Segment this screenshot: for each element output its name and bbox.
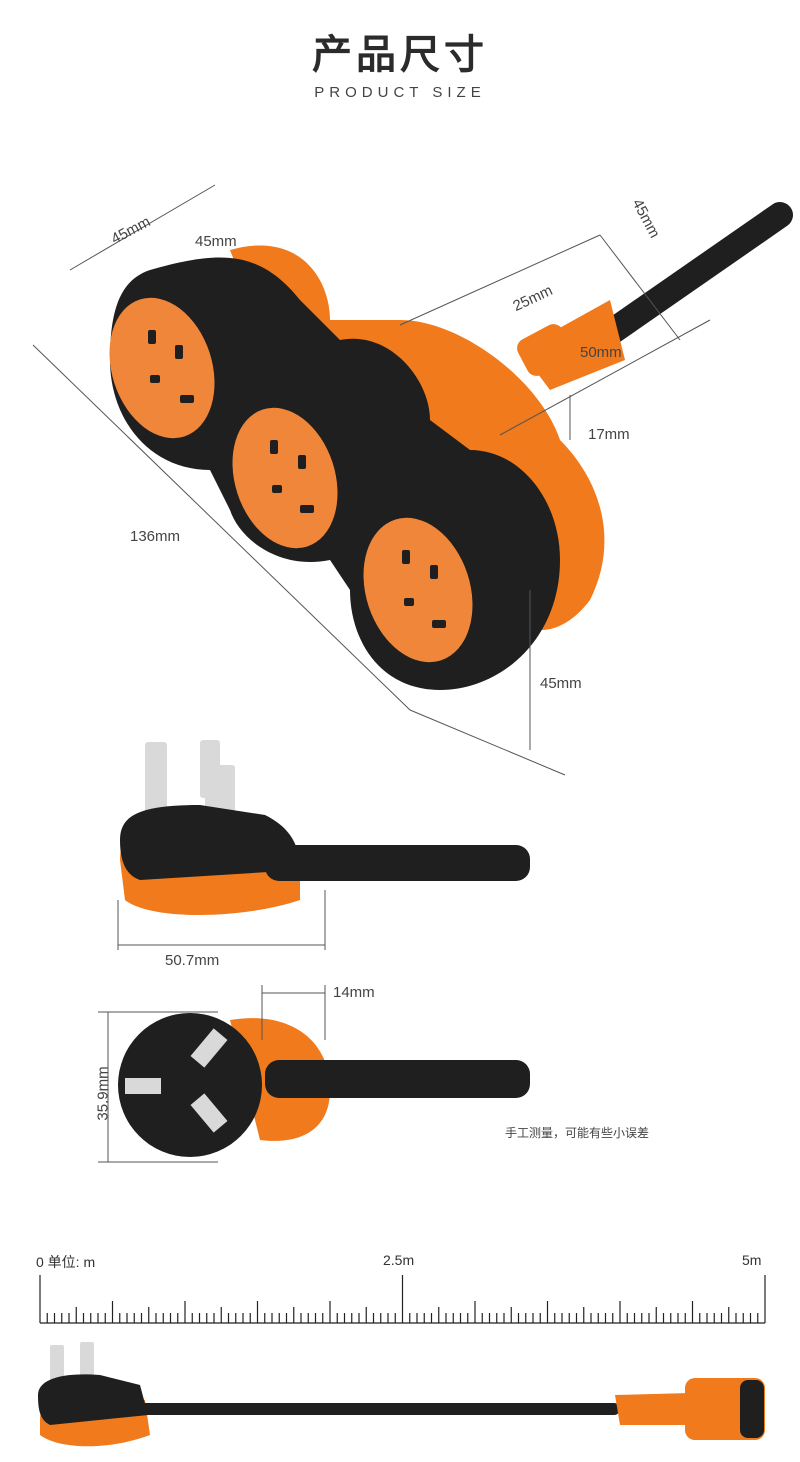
side-dimension-lines	[117, 890, 326, 950]
full-cable-image	[38, 1342, 765, 1447]
plug-side-image	[120, 740, 530, 915]
length-ruler	[39, 1275, 766, 1324]
dim-front-top: 14mm	[333, 984, 375, 1001]
page-title: 产品尺寸	[312, 32, 488, 78]
ruler-start-label: 0 单位: m	[36, 1254, 96, 1270]
measurement-note: 手工测量，可能有些小误差	[505, 1126, 650, 1140]
dim-plug-c: 17mm	[588, 426, 630, 443]
ruler-mid-label: 2.5m	[383, 1252, 415, 1268]
ruler-end-label: 5m	[742, 1252, 762, 1268]
dim-length: 136mm	[130, 528, 181, 545]
dim-front-height: 35.9mm	[94, 1066, 112, 1121]
dim-side-width: 50.7mm	[165, 952, 220, 969]
dim-plug-b: 50mm	[580, 344, 622, 361]
power-strip-image	[109, 202, 793, 690]
page-subtitle: PRODUCT SIZE	[314, 84, 486, 101]
top-dimension-lines	[32, 184, 711, 776]
front-dimension-lines	[98, 985, 326, 1163]
dim-height: 45mm	[540, 675, 582, 692]
dim-left-inner: 45mm	[195, 233, 237, 250]
plug-front-image	[118, 1013, 530, 1157]
